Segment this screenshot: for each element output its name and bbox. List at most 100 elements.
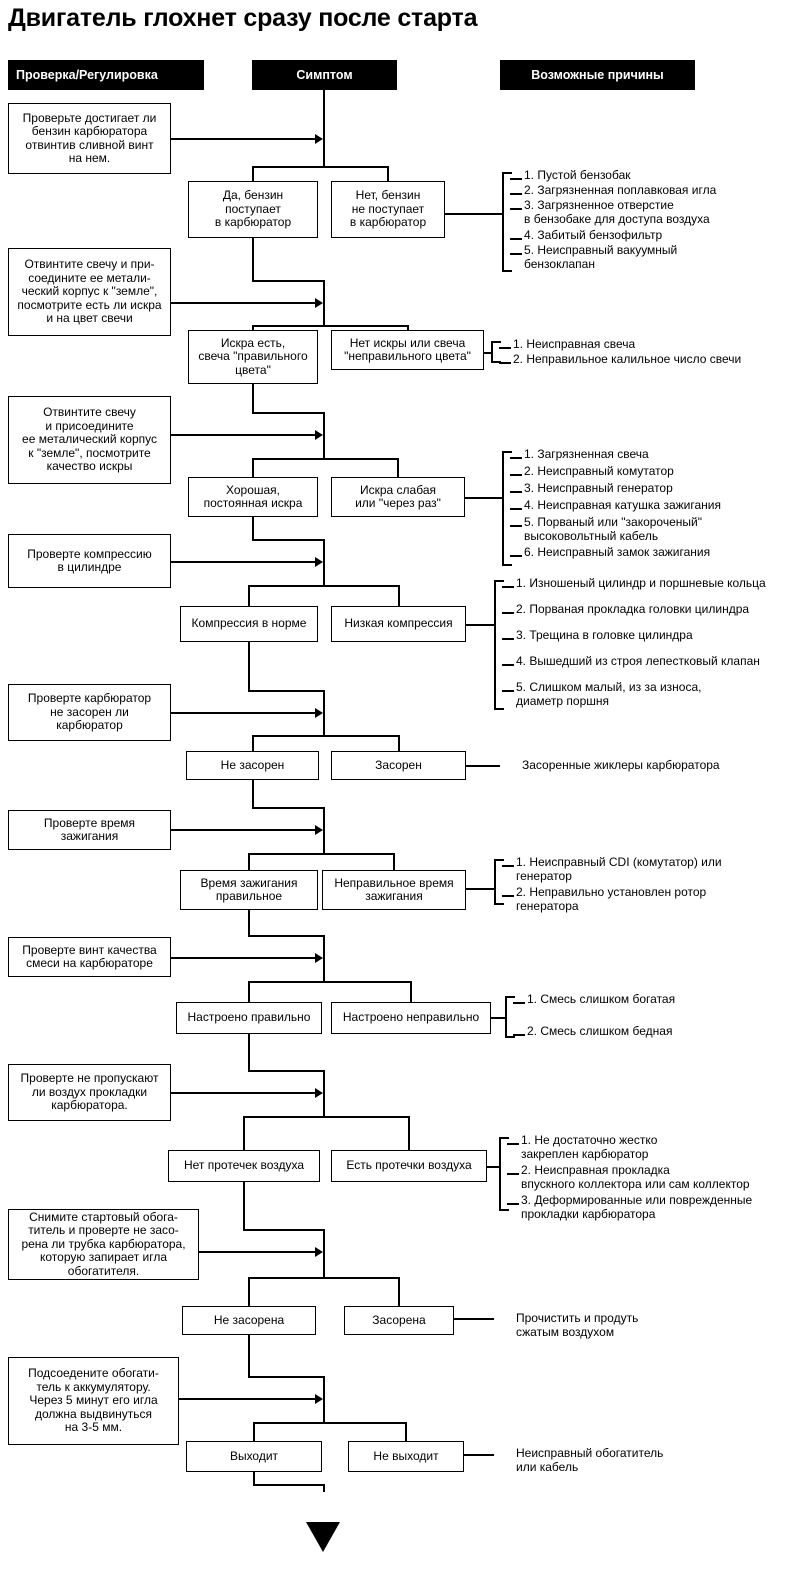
branch-leg-yes-1	[252, 166, 254, 181]
box-line: титель и проверте не засо-	[28, 1223, 179, 1238]
arrow-line-10	[179, 1398, 315, 1400]
branch-bar-10	[254, 1422, 406, 1424]
box-line: посмотрите есть ли искра	[17, 297, 162, 312]
page-title: Двигатель глохнет сразу после старта	[8, 4, 478, 32]
cause-tick-4-3	[502, 638, 514, 640]
box-line: отвинтив сливной винт	[25, 137, 154, 152]
flow-spine-7	[323, 1070, 325, 1116]
cause-item: 4. Забитый бензофильтр	[524, 228, 663, 242]
box-line: ческий корпус к "земле",	[21, 284, 158, 299]
arrow-line-5	[171, 712, 315, 714]
branch-leg-no-10	[405, 1422, 407, 1441]
cause-stub-10	[464, 1454, 494, 1456]
box-line: должна выдвинуться	[34, 1406, 153, 1421]
cause-bracket-6	[494, 859, 504, 905]
branch-leg-no-2	[406, 325, 409, 330]
box-line: Проверте время	[43, 815, 136, 830]
symptom-no-box-9: Засорена	[344, 1306, 454, 1335]
arrow-head-6	[315, 825, 323, 835]
branch-leg-yes-9	[248, 1277, 250, 1306]
branch-leg-yes-7	[248, 981, 250, 1002]
branch-leg-no-9	[398, 1277, 400, 1306]
box-line: тель к аккумулятору.	[36, 1379, 151, 1394]
box-line: Отвинтите свечу и при-	[24, 257, 155, 272]
box-line: Искра есть,	[220, 335, 286, 350]
box-line: Нет, бензин	[355, 188, 421, 203]
cause-tick-3-5	[510, 525, 522, 527]
column-header-check: Проверка/Регулировка	[8, 60, 204, 90]
flow-spine-1	[323, 280, 325, 325]
cause-tick-2-1	[499, 347, 511, 349]
cause-item: 2. Неправильное калильное число свечи	[513, 352, 742, 366]
arrow-head-4	[315, 557, 323, 567]
column-header-causes: Возможные причины	[500, 60, 695, 90]
cause-item: 5. Слишком малый, из за износа, диаметр …	[516, 680, 702, 709]
cause-list-10: Неисправный обогатитель или кабель	[516, 1446, 796, 1476]
box-line: Через 5 минут его игла	[29, 1393, 158, 1408]
cause-stub-8	[487, 1166, 499, 1168]
box-line: Снимите стартовый обога-	[29, 1209, 178, 1224]
box-line: поступает	[225, 201, 281, 216]
branch-bar-6	[249, 853, 394, 855]
cause-tick-1-4	[510, 238, 522, 240]
spine-top	[323, 90, 325, 166]
cause-item: 4. Неисправная катушка зажигания	[524, 498, 721, 512]
cause-item: 6. Неисправный замок зажигания	[524, 545, 711, 559]
symptom-yes-box-4: Компрессия в норме	[180, 606, 318, 642]
box-line: и на цвет свечи	[46, 311, 133, 326]
arrow-head-10	[315, 1394, 323, 1404]
cause-item: 3. Неисправный генератор	[524, 481, 673, 495]
branch-leg-no-6	[393, 853, 395, 870]
box-line: Не засорена	[213, 1312, 285, 1327]
flow-jog-8	[243, 1229, 324, 1231]
cause-item: Прочистить и продуть сжатым воздухом	[516, 1311, 639, 1340]
cause-tick-2-2	[499, 362, 511, 364]
cause-tick-6-1	[502, 865, 514, 867]
box-line: в карбюратор	[349, 215, 427, 230]
symptom-no-box-5: Засорен	[331, 751, 466, 780]
flow-jog-4	[248, 690, 324, 692]
cause-tick-3-3	[510, 491, 522, 493]
flow-down-9	[248, 1335, 250, 1376]
box-line: свеча "правильного	[198, 349, 308, 364]
box-line: к "земле", посмотрите	[28, 445, 151, 460]
box-line: Настроено неправильно	[342, 1010, 480, 1025]
cause-item: 1. Не достаточно жестко закреплен карбюр…	[521, 1133, 658, 1162]
flow-down-2	[252, 384, 254, 412]
flow-jog-2	[252, 412, 324, 414]
arrow-line-1	[171, 138, 315, 140]
arrow-line-4	[171, 561, 315, 563]
cause-item: Засоренные жиклеры карбюратора	[522, 758, 720, 772]
box-line: Отвинтите свечу	[43, 405, 136, 420]
arrow-head-9	[315, 1247, 323, 1257]
box-line: рена ли трубка карбюратора,	[21, 1236, 186, 1251]
flow-down-7	[248, 1034, 250, 1070]
cause-item: 2. Неправильно установлен ротор генерато…	[516, 885, 707, 914]
cause-stub-1	[445, 213, 502, 215]
cause-tick-1-2	[510, 193, 522, 195]
box-line: Подсоеденитe обогати-	[28, 1366, 159, 1381]
box-line: ее металический корпус	[22, 432, 157, 447]
box-line: Настроено правильно	[187, 1010, 311, 1025]
cause-item: 2. Порваная прокладка головки цилиндра	[516, 602, 750, 616]
branch-leg-no-3	[397, 458, 399, 477]
cause-tick-7-1	[513, 1002, 525, 1004]
branch-leg-yes-5	[251, 735, 254, 751]
box-line: Проверьте достигает ли	[22, 110, 157, 125]
flow-down-6	[248, 910, 250, 935]
flow-down-4	[248, 642, 250, 690]
branch-bar-3	[253, 458, 398, 460]
box-line: Выходит	[229, 1448, 279, 1463]
flow-down-1	[252, 238, 254, 280]
cause-item: 1. Загрязненная свеча	[524, 447, 649, 461]
